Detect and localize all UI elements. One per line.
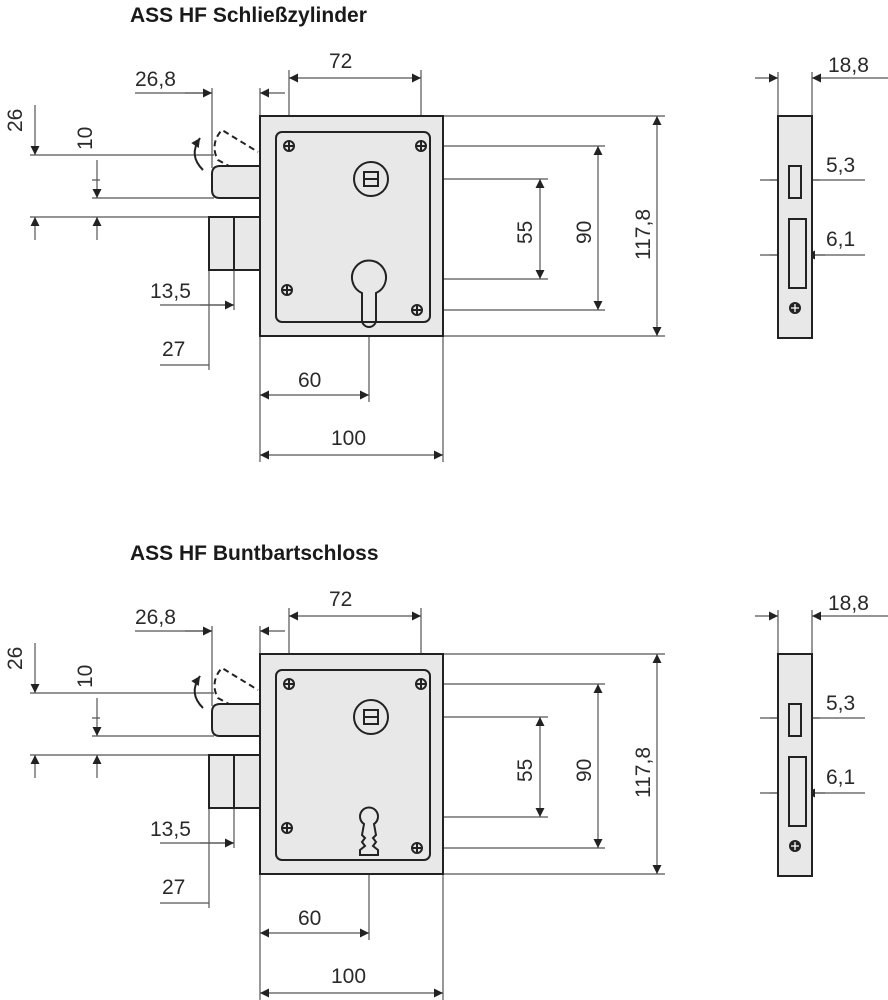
side-screw-icon [789,302,801,314]
dim-13-5: 13,5 [150,818,191,841]
dim-5-3: 5,3 [826,154,855,177]
latch-open-dashed [213,128,259,183]
dim-100: 100 [331,427,366,450]
dimension-lines [30,611,888,998]
rotation-arrow-icon [191,137,204,171]
dim-100: 100 [331,965,366,988]
side-bolt-slot [788,756,807,827]
dim-27: 27 [162,876,185,899]
latch [211,703,261,737]
dim-26: 26 [4,109,27,132]
dim-18-8: 18,8 [828,592,869,615]
lock-cover-plate [275,131,431,323]
dim-60: 60 [298,907,321,930]
cylinder-keyhole-icon [351,259,387,328]
dim-55: 55 [514,759,537,782]
dim-13-5: 13,5 [150,280,191,303]
dim-10: 10 [74,127,97,150]
dim-6-1: 6,1 [826,766,855,789]
extension-lines [30,608,865,1000]
drawing-title: ASS HF Buntbartschloss [130,542,379,565]
dim-90: 90 [573,221,596,244]
dim-5-3: 5,3 [826,692,855,715]
dim-72: 72 [329,50,352,73]
rotation-arrow-icon [191,675,204,709]
lock-drawing: ASS HF Schließzylinder [4,4,888,462]
dim-26: 26 [4,647,27,670]
dim-117-8: 117,8 [632,747,655,798]
dim-60: 60 [298,369,321,392]
bit-keyhole-icon [359,806,379,856]
dim-90: 90 [573,759,596,782]
spindle-square-icon [353,161,389,197]
side-screw-icon [789,840,801,852]
dim-72: 72 [329,588,352,611]
screw-icons [281,678,427,854]
lock-drawing: ASS HF Buntbartschloss [4,542,888,1000]
dim-55: 55 [514,221,537,244]
dim-26-8: 26,8 [135,606,176,629]
dim-10: 10 [74,665,97,688]
spindle-square-icon [353,699,389,735]
dim-27: 27 [162,338,185,361]
side-latch-slot [788,703,802,737]
side-latch-slot [788,165,802,199]
drawing-title: ASS HF Schließzylinder [130,4,367,27]
dimension-labels: 72 26,8 26 10 13,5 27 60 100 55 90 117,8… [4,588,869,988]
latch-open-dashed [213,666,259,721]
dim-26-8: 26,8 [135,68,176,91]
lock-cover-plate [275,669,431,861]
dimension-labels: 72 26,8 26 10 13,5 27 60 100 55 90 117,8… [4,50,869,450]
dim-6-1: 6,1 [826,228,855,251]
latch [211,165,261,199]
extension-lines [30,70,865,462]
side-bolt-slot [788,218,807,289]
dim-18-8: 18,8 [828,54,869,77]
dimension-lines [30,73,888,460]
dim-117-8: 117,8 [632,209,655,260]
screw-icons [281,140,427,316]
